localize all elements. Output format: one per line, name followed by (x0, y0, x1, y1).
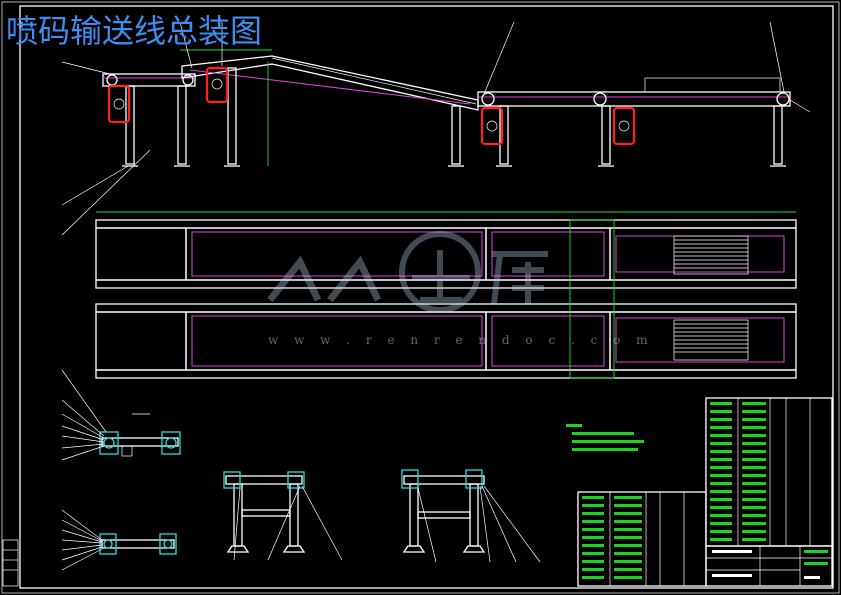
section-view-b (61, 509, 177, 571)
drawing-title: 喷码输送线总装图 (6, 12, 263, 50)
parts-list-upper (705, 397, 833, 547)
technical-notes (566, 424, 644, 451)
support-legs (122, 67, 786, 167)
watermark-url: w w w . r e n r e n d o c . c o m (268, 333, 654, 347)
section-view-c (223, 471, 343, 561)
roller-grid-upper (673, 235, 749, 275)
title-block (705, 545, 833, 587)
section-view-a (61, 369, 181, 461)
top-plan-view (95, 211, 797, 379)
watermark-logo (267, 231, 548, 313)
leader-lines (61, 21, 811, 236)
drive-motors (107, 66, 636, 146)
section-view-d (401, 469, 541, 563)
roller-grid-lower (673, 319, 749, 361)
front-elevation-view (102, 49, 791, 167)
parts-list-lower (577, 491, 707, 587)
